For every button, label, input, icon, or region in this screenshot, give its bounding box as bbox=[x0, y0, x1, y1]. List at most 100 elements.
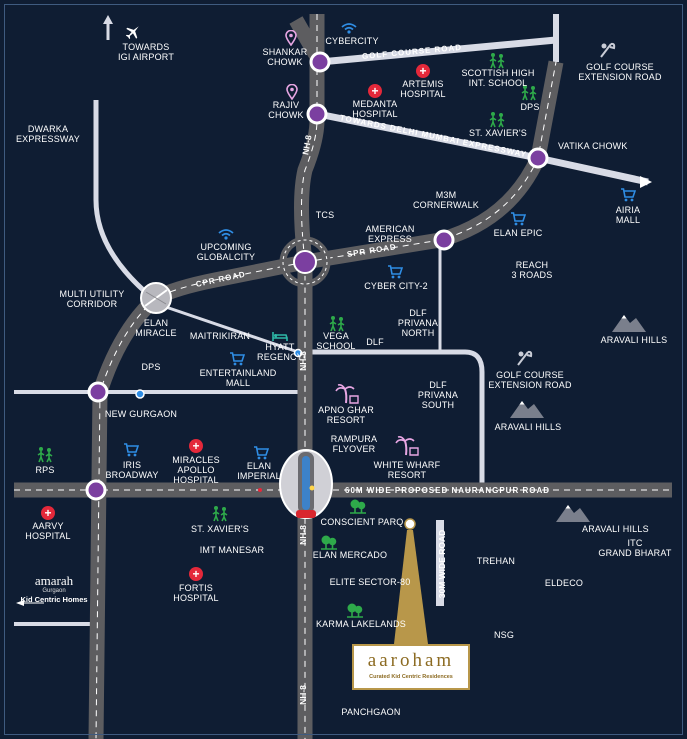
label-dlf-privana-north: DLF PRIVANA NORTH bbox=[397, 308, 439, 338]
label-vatika-chowk: VATIKA CHOWK bbox=[558, 141, 628, 151]
airplane-icon bbox=[124, 23, 142, 41]
label-reach-3-roads: REACH 3 ROADS bbox=[511, 260, 553, 280]
palm-tree-icon bbox=[394, 436, 420, 456]
label-medanta-hospital: MEDANTA HOSPITAL bbox=[352, 99, 398, 119]
arrow-left-icon bbox=[16, 600, 24, 606]
mountain-icon bbox=[510, 398, 544, 418]
label-st-xaviers-bottom: ST. XAVIER'S bbox=[191, 524, 249, 534]
hospital-cross-icon: + bbox=[189, 439, 203, 453]
amarah-logo: amarah Gurgaon Kid Centric Homes bbox=[14, 574, 94, 605]
label-golf-extension-top: GOLF COURSE EXTENSION ROAD bbox=[578, 62, 662, 82]
junction-markers bbox=[85, 51, 549, 501]
label-entertainland-mall: ENTERTAINLAND MALL bbox=[199, 368, 277, 388]
metro-station-icon bbox=[293, 348, 303, 358]
arrow-right-icon bbox=[640, 176, 652, 188]
elan-miracle-roundabout bbox=[140, 282, 172, 314]
arrow-up-icon bbox=[103, 15, 113, 24]
park-icon bbox=[346, 602, 364, 618]
label-iris-broadway: IRIS BROADWAY bbox=[105, 460, 159, 480]
mountain-icon bbox=[612, 312, 646, 332]
park-icon bbox=[320, 534, 338, 550]
amarah-sub: Gurgaon bbox=[42, 588, 66, 594]
wifi-icon bbox=[218, 228, 234, 240]
label-rajiv-chowk: RAJIV CHOWK bbox=[268, 100, 304, 120]
shopping-cart-icon bbox=[510, 212, 526, 226]
road-golf-course bbox=[319, 36, 557, 66]
hospital-cross-icon: + bbox=[189, 567, 203, 581]
label-panchgaon: PANCHGAON bbox=[341, 707, 401, 717]
junction-vatika-chowk bbox=[527, 147, 549, 169]
label-airia-mall: AIRIA MALL bbox=[615, 205, 641, 225]
label-shankar-chowk: SHANKAR CHOWK bbox=[262, 47, 308, 67]
label-elan-imperial: ELAN IMPERIAL bbox=[237, 461, 281, 481]
amarah-tagline: Kid Centric Homes bbox=[20, 595, 88, 604]
shopping-cart-icon bbox=[620, 188, 636, 202]
label-maitrikiran: MAITRIKIRAN bbox=[189, 331, 251, 341]
label-elite-sector-80: ELITE SECTOR-80 bbox=[329, 577, 411, 587]
label-vega-school: VEGA SCHOOL bbox=[316, 331, 356, 351]
shopping-cart-icon bbox=[387, 265, 403, 279]
label-elan-epic: ELAN EPIC bbox=[493, 228, 543, 238]
logo-name: aaroham bbox=[367, 650, 455, 671]
label-aravali-hills-3: ARAVALI HILLS bbox=[582, 524, 649, 534]
label-white-wharf-resort: WHITE WHARF RESORT bbox=[373, 460, 441, 480]
metro-station-icon bbox=[135, 389, 145, 399]
label-dwarka-expressway: DWARKA EXPRESSWAY bbox=[15, 124, 80, 144]
junction-spr bbox=[293, 250, 317, 274]
label-trehan: TREHAN bbox=[476, 556, 516, 566]
label-fortis-hospital: FORTIS HOSPITAL bbox=[173, 583, 219, 603]
junction-shankar-chowk bbox=[309, 51, 331, 73]
label-artemis-hospital: ARTEMIS HOSPITAL bbox=[400, 79, 446, 99]
walking-children-icon bbox=[488, 111, 506, 129]
road-dwarka-expressway bbox=[93, 100, 152, 298]
label-multi-utility-corridor: MULTI UTILITY CORRIDOR bbox=[59, 289, 125, 309]
label-elan-miracle: ELAN MIRACLE bbox=[135, 318, 177, 338]
label-towards-igi: TOWARDS IGI AIRPORT bbox=[117, 42, 175, 62]
label-apno-ghar-resort: APNO GHAR RESORT bbox=[318, 405, 374, 425]
walking-children-icon bbox=[211, 505, 229, 523]
aaroham-logo: aaroham Curated Kid Centric Residences bbox=[352, 644, 470, 690]
label-rampura-flyover: RAMPURA FLYOVER bbox=[330, 434, 378, 454]
label-miracles-apollo: MIRACLES APOLLO HOSPITAL bbox=[172, 455, 220, 485]
rampura-flyover bbox=[279, 449, 333, 519]
shopping-cart-icon bbox=[123, 443, 139, 457]
label-tcs: TCS bbox=[315, 210, 335, 220]
golf-icon bbox=[514, 348, 534, 368]
aaroham-location-pin bbox=[394, 518, 428, 644]
logo-tagline: Curated Kid Centric Residences bbox=[369, 674, 453, 680]
shopping-cart-icon bbox=[229, 352, 245, 366]
hospital-cross-icon: + bbox=[416, 64, 430, 78]
label-karma-lakelands: KARMA LAKELANDS bbox=[315, 619, 407, 629]
label-hyatt-regency: HYATT REGENCY bbox=[257, 342, 303, 362]
hospital-cross-icon: + bbox=[41, 506, 55, 520]
road-label-nh8-lower: NH-8 bbox=[297, 525, 308, 545]
location-dot bbox=[258, 488, 262, 492]
walking-children-icon bbox=[520, 84, 538, 102]
label-itc-grand-bharat: ITC GRAND BHARAT bbox=[598, 538, 672, 558]
label-golf-extension-mid: GOLF COURSE EXTENSION ROAD bbox=[488, 370, 572, 390]
road-maitrikiran bbox=[159, 303, 299, 354]
label-st-xaviers-top: ST. XAVIER'S bbox=[469, 128, 527, 138]
hospital-cross-icon: + bbox=[368, 84, 382, 98]
road-label-naurangpur: 60M WIDE PROPOSED NAURANGPUR ROAD bbox=[345, 486, 551, 495]
label-upcoming-globalcity: UPCOMING GLOBALCITY bbox=[196, 242, 256, 262]
label-new-gurgaon: NEW GURGAON bbox=[104, 409, 178, 419]
junction-rajiv-chowk bbox=[306, 103, 328, 125]
label-scottish-school: SCOTTISH HIGH INT. SCHOOL bbox=[461, 68, 535, 88]
road-label-30m: 30M WIDE ROAD bbox=[437, 529, 448, 599]
label-dlf-privana-south: DLF PRIVANA SOUTH bbox=[417, 380, 459, 410]
road-golf-extension-lower bbox=[310, 349, 485, 486]
mountain-icon bbox=[556, 502, 590, 522]
golf-icon bbox=[597, 40, 617, 60]
label-aarvy-hospital: AARVY HOSPITAL bbox=[25, 521, 71, 541]
junction-naurangpur-west bbox=[85, 479, 107, 501]
walking-children-icon bbox=[328, 315, 346, 333]
junction-new-gurgaon bbox=[87, 381, 109, 403]
label-eldeco: ELDECO bbox=[544, 578, 584, 588]
amarah-name: amarah bbox=[34, 573, 74, 588]
label-m3m-cornerwalk: M3M CORNERWALK bbox=[412, 190, 479, 210]
label-dlf: DLF bbox=[366, 337, 384, 347]
label-rps: RPS bbox=[35, 465, 55, 475]
